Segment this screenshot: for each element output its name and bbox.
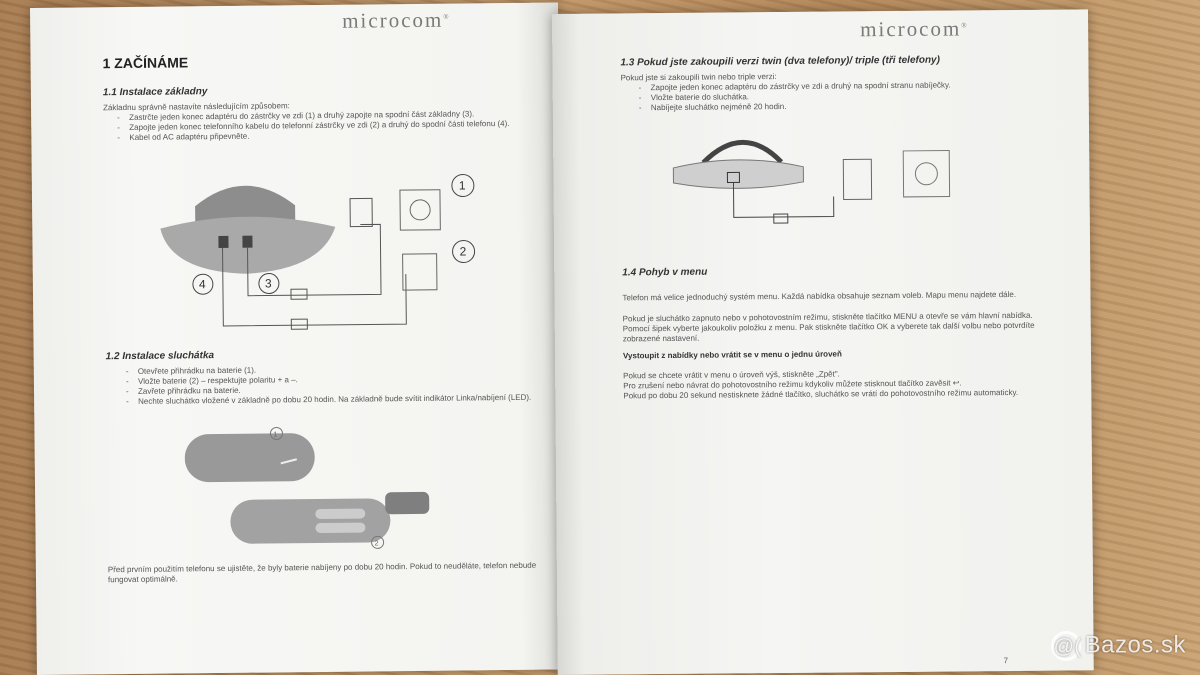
battery-cover-shape (385, 491, 430, 515)
callout-label-2: 2 (460, 244, 467, 258)
arrow-shape (280, 458, 297, 465)
battery-shape (315, 508, 366, 519)
handset-illustration: 1 2 (184, 426, 430, 549)
base-station-illustration: 4 3 1 2 (160, 173, 476, 330)
phone-cable-line (222, 247, 407, 327)
base-socket-3 (242, 235, 253, 248)
ac-adapter-shape (842, 158, 873, 200)
charger-body-shape (672, 159, 804, 189)
brand-logo-left: microcom® (342, 7, 451, 33)
manual-left-page: microcom® 1 ZAČÍNÁME 1.1 Instalace zákla… (30, 2, 565, 675)
menu-paragraph-1: Telefon má velice jednoduchý systém menu… (622, 289, 1017, 303)
menu-paragraph-2: Pokud je sluchátko zapnuto nebo v pohoto… (622, 310, 1035, 344)
section-1-2-title: 1.2 Instalace sluchátka (105, 350, 215, 363)
manual-right-page: microcom® 1.3 Pokud jste zakoupili verzi… (552, 9, 1094, 675)
section-1-2-list: Otevřete přihrádku na baterie (1). Vložt… (126, 363, 536, 407)
bazos-at-icon: @( (1050, 631, 1081, 661)
adapter-cable-line (247, 223, 382, 297)
callout-label-1: 1 (459, 178, 466, 192)
wall-socket-ring (914, 162, 938, 186)
base-handle-shape (195, 185, 296, 227)
wall-socket-shape (399, 189, 441, 231)
watermark-text: Bazos.sk (1084, 631, 1186, 659)
handset-top-shape (184, 433, 315, 483)
bazos-watermark: @(Bazos.sk (1050, 631, 1186, 661)
menu-subheading: Vystoupit z nabídky nebo vrátit se v men… (622, 349, 842, 361)
battery-shape (315, 522, 366, 533)
wall-socket-shape (902, 150, 951, 198)
ac-adapter-shape (349, 197, 373, 228)
cable-plug-shape (773, 213, 789, 224)
cable-plug-shape (290, 288, 308, 300)
callout-label-4: 4 (199, 277, 206, 291)
list-item: Nabíjejte sluchátko nejméně 20 hodin. (639, 100, 1039, 113)
section-1-1-list: Zastrčte jeden konec adaptéru do zástrčk… (117, 109, 513, 143)
brand-logo-right: microcom® (860, 16, 969, 42)
callout-circle-4 (192, 273, 214, 295)
callout-label-h2: 2 (375, 540, 379, 547)
callout-circle-1 (451, 173, 475, 197)
callout-label-h1: 1 (273, 431, 277, 438)
charger-handset-shape (701, 139, 784, 165)
section-1-4-title: 1.4 Pohyb v menu (622, 266, 708, 279)
section-title: 1 ZAČÍNÁME (102, 54, 189, 72)
section-1-1-title: 1.1 Instalace základny (102, 86, 208, 99)
handset-bottom-shape (230, 498, 391, 544)
section-1-3-title: 1.3 Pokud jste zakoupili verzi twin (dva… (620, 54, 940, 69)
callout-circle-h2 (371, 535, 385, 549)
charger-cable-line (732, 182, 835, 218)
cable-plug-shape (290, 318, 308, 330)
page-number: 7 (1003, 656, 1009, 666)
phone-jack-shape (402, 253, 438, 291)
base-socket-4 (218, 235, 229, 249)
callout-circle-2 (452, 239, 476, 263)
callout-circle-3 (258, 273, 280, 295)
battery-charging-note: Před prvním použitím telefonu se ujistět… (107, 560, 537, 585)
callout-label-3: 3 (265, 276, 272, 290)
section-1-3-list: Zapojte jeden konec adaptéru do zástrčky… (639, 80, 1039, 113)
callout-circle-h1 (269, 426, 283, 440)
wall-socket-ring (409, 199, 431, 221)
charger-illustration (672, 139, 951, 224)
